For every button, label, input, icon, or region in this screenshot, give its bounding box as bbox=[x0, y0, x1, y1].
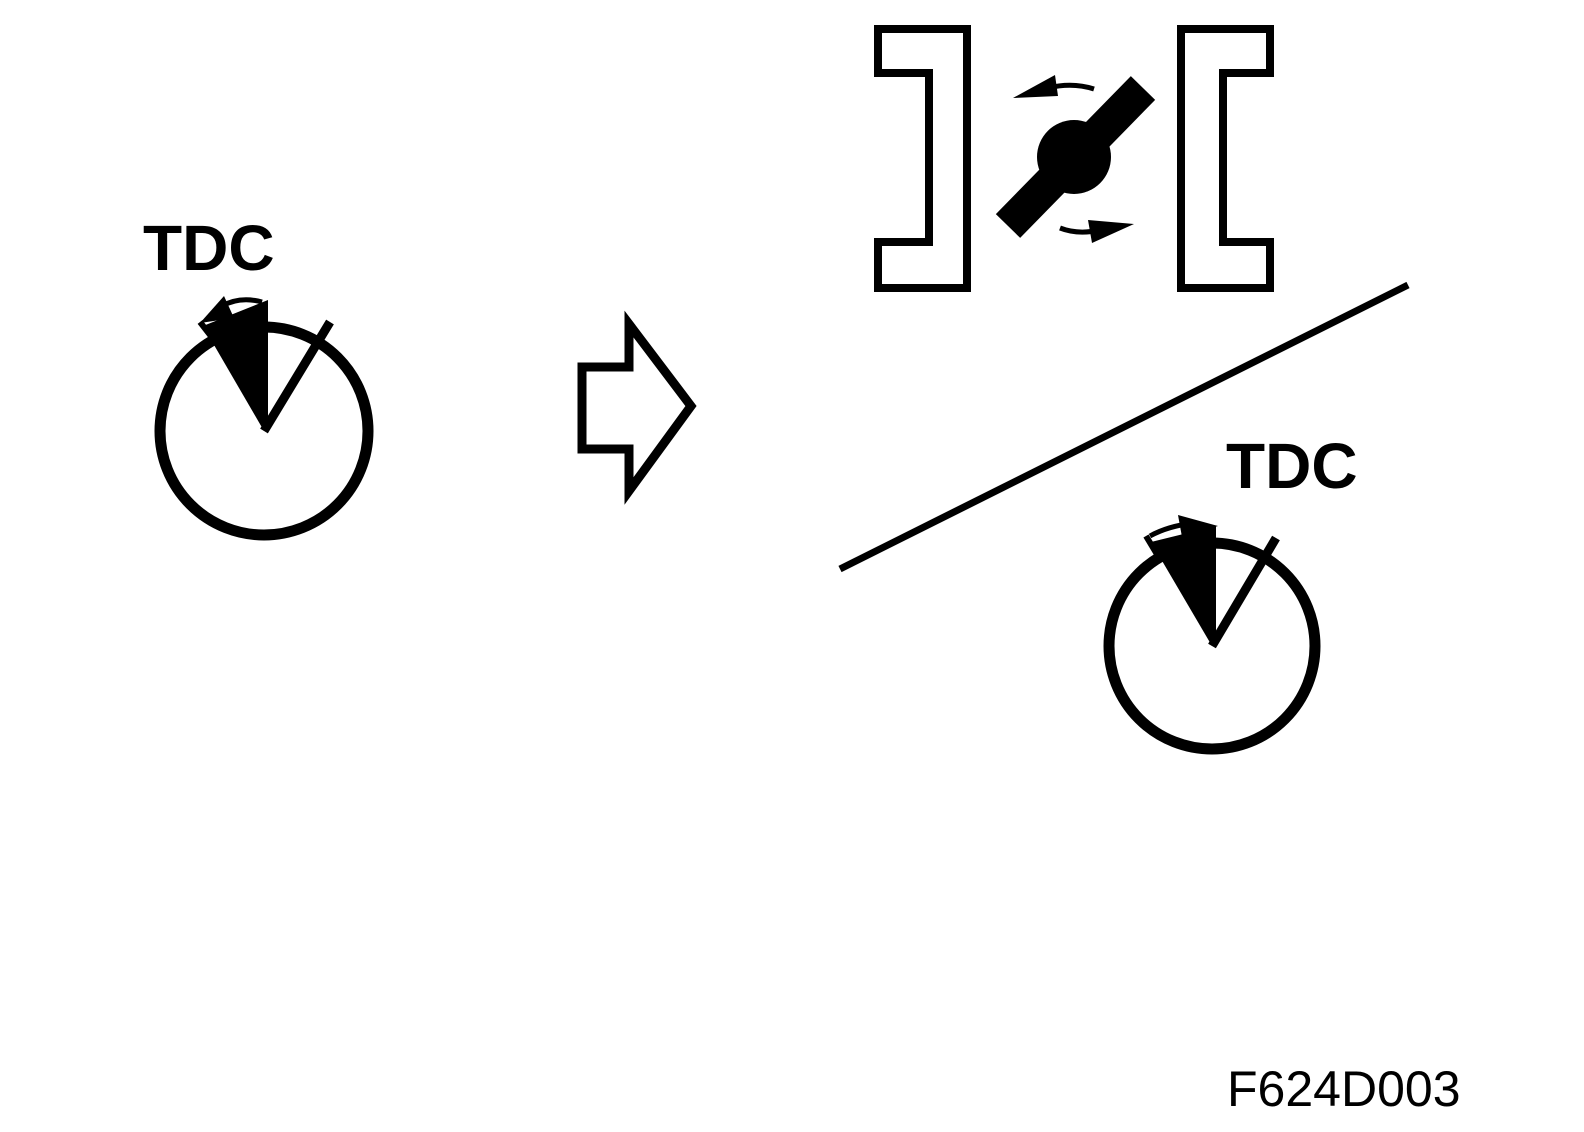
camshaft-assembly bbox=[874, 25, 1274, 292]
dial-tick-right bbox=[1143, 534, 1161, 558]
crank-dial-right bbox=[1103, 515, 1321, 755]
crank-dial-left bbox=[154, 296, 374, 541]
tdc-label-right: TDC bbox=[1226, 430, 1358, 502]
figure-code: F624D003 bbox=[1227, 1061, 1461, 1117]
rotation-arrowhead-top bbox=[1013, 75, 1058, 98]
dial-filled-sector-left bbox=[203, 300, 268, 431]
rotation-arrowhead-left bbox=[200, 296, 234, 323]
diagonal-divider bbox=[838, 281, 1410, 573]
camshaft-hub bbox=[1037, 120, 1111, 194]
hollow-right-arrow-icon bbox=[577, 310, 697, 505]
dial-tick-left bbox=[197, 320, 217, 342]
rotation-arrowhead-bottom bbox=[1088, 220, 1134, 243]
dial-pointer-right bbox=[1208, 535, 1280, 649]
bearing-left-bracket bbox=[874, 25, 971, 292]
bearing-right-bracket bbox=[1177, 25, 1274, 292]
dial-filled-sector-right bbox=[1151, 526, 1216, 646]
dial-pointer-left bbox=[260, 319, 334, 434]
tdc-label-left: TDC bbox=[143, 212, 275, 284]
rotation-arrowhead-right bbox=[1178, 515, 1218, 537]
